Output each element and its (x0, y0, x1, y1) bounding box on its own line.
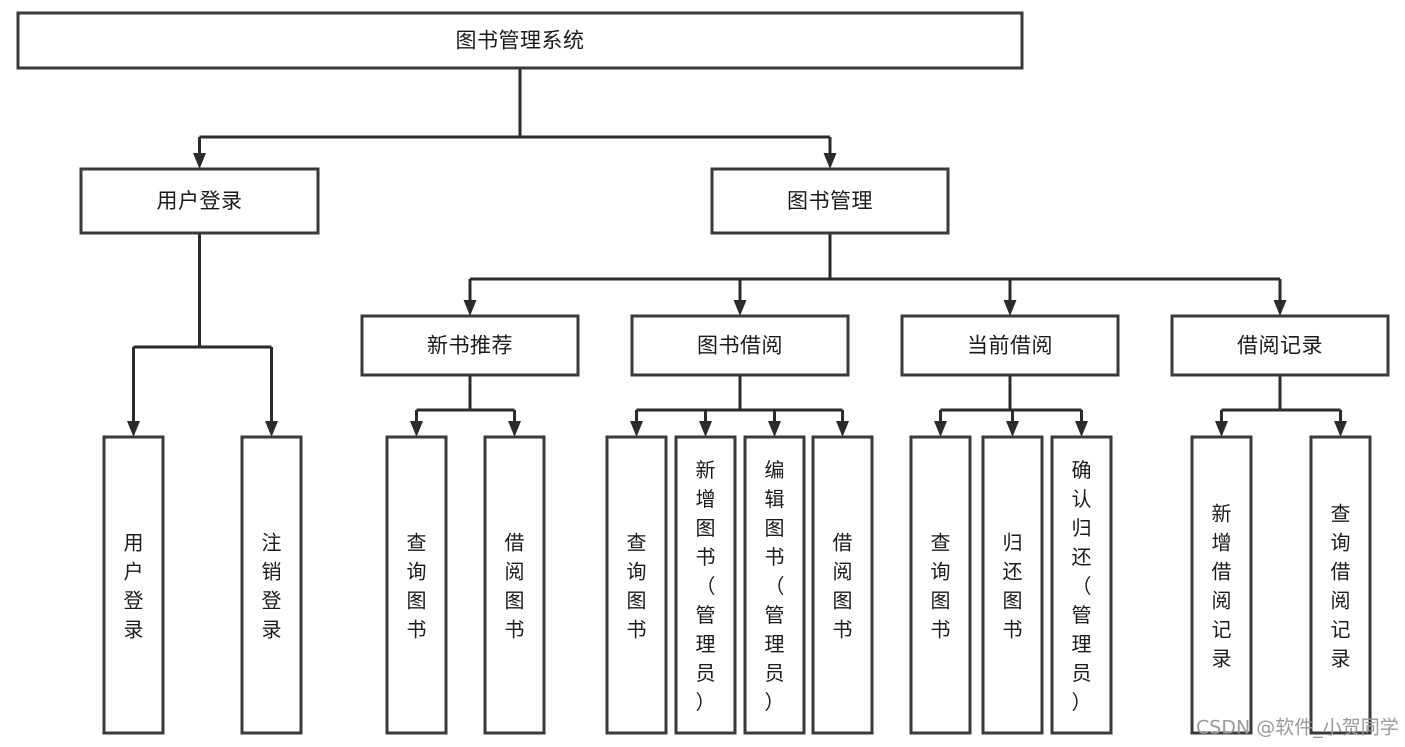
arrow-head-icon (733, 300, 747, 316)
node-label-leaf-book-edit: 编辑图书（管理员） (765, 458, 785, 714)
node-box-new-book-rec[interactable] (360, 314, 580, 377)
node-label-current-borrow: 当前借阅 (967, 334, 1053, 358)
node-label-leaf-cur-confirm: 确认归还（管理员） (1072, 458, 1092, 714)
arrow-head-icon (699, 421, 712, 437)
arrow-head-icon (463, 300, 477, 316)
arrow-head-icon (1003, 300, 1017, 316)
arrow-head-icon (836, 421, 849, 437)
node-root[interactable]: 图书管理系统 (16, 11, 1024, 70)
arrow-head-icon (823, 153, 837, 169)
node-label-leaf-rec-add: 新增借阅记录 (1212, 502, 1232, 671)
node-leaf-cur-confirm[interactable]: 确认归还（管理员） (1050, 435, 1113, 735)
node-box-leaf-rec-borrow[interactable] (483, 435, 546, 735)
arrow-head-icon (193, 153, 206, 169)
arrow-head-icon (1075, 421, 1088, 437)
node-label-leaf-user-login: 用户登录 (124, 531, 144, 642)
node-box-leaf-cur-query[interactable] (909, 435, 972, 735)
node-box-leaf-cur-return[interactable] (981, 435, 1044, 735)
node-label-book-borrow: 图书借阅 (697, 334, 783, 358)
node-borrow-record[interactable]: 借阅记录 (1170, 314, 1390, 377)
node-leaf-book-borrow[interactable]: 借阅图书 (811, 435, 874, 735)
arrow-head-icon (127, 421, 140, 437)
node-leaf-rec-query[interactable]: 查询图书 (385, 435, 448, 735)
node-label-leaf-cur-return: 归还图书 (1003, 531, 1023, 642)
node-box-current-borrow[interactable] (900, 314, 1120, 377)
node-leaf-user-login[interactable]: 用户登录 (102, 435, 165, 735)
arrow-head-icon (630, 421, 643, 437)
node-box-leaf-book-edit[interactable] (743, 435, 806, 735)
node-book-borrow[interactable]: 图书借阅 (630, 314, 850, 377)
node-leaf-user-logout[interactable]: 注销登录 (240, 435, 303, 735)
node-leaf-cur-query[interactable]: 查询图书 (909, 435, 972, 735)
node-box-leaf-book-add[interactable] (674, 435, 737, 735)
node-label-leaf-rec-borrow: 借阅图书 (505, 531, 525, 642)
node-box-user-login[interactable] (79, 167, 320, 235)
node-label-leaf-rec-query2: 查询借阅记录 (1331, 502, 1351, 671)
node-box-borrow-record[interactable] (1170, 314, 1390, 377)
node-book-manage[interactable]: 图书管理 (710, 167, 950, 235)
node-box-leaf-rec-add[interactable] (1190, 435, 1253, 735)
node-leaf-book-edit[interactable]: 编辑图书（管理员） (743, 435, 806, 735)
node-leaf-cur-return[interactable]: 归还图书 (981, 435, 1044, 735)
node-label-leaf-rec-query: 查询图书 (407, 531, 427, 642)
arrow-head-icon (1334, 421, 1347, 437)
connector-layer (127, 68, 1347, 437)
node-box-leaf-rec-query[interactable] (385, 435, 448, 735)
arrow-head-icon (410, 421, 423, 437)
arrow-head-icon (934, 421, 947, 437)
node-label-root: 图书管理系统 (456, 29, 585, 53)
node-label-user-login: 用户登录 (157, 189, 243, 213)
node-user-login[interactable]: 用户登录 (79, 167, 320, 235)
arrow-head-icon (1215, 421, 1228, 437)
arrow-head-icon (1006, 421, 1019, 437)
node-current-borrow[interactable]: 当前借阅 (900, 314, 1120, 377)
node-label-leaf-cur-query: 查询图书 (931, 531, 951, 642)
node-leaf-borrow-query[interactable]: 查询图书 (605, 435, 668, 735)
node-new-book-rec[interactable]: 新书推荐 (360, 314, 580, 377)
node-leaf-rec-add[interactable]: 新增借阅记录 (1190, 435, 1253, 735)
arrow-head-icon (508, 421, 521, 437)
node-layer: 图书管理系统用户登录图书管理新书推荐图书借阅当前借阅借阅记录用户登录注销登录查询… (16, 11, 1390, 735)
node-box-leaf-borrow-query[interactable] (605, 435, 668, 735)
node-label-new-book-rec: 新书推荐 (427, 334, 513, 358)
arrow-head-icon (265, 421, 278, 437)
node-box-leaf-book-borrow[interactable] (811, 435, 874, 735)
node-box-root[interactable] (16, 11, 1024, 70)
node-label-book-manage: 图书管理 (787, 189, 873, 213)
node-box-book-borrow[interactable] (630, 314, 850, 377)
node-box-book-manage[interactable] (710, 167, 950, 235)
node-box-leaf-user-login[interactable] (102, 435, 165, 735)
node-label-borrow-record: 借阅记录 (1237, 334, 1323, 358)
node-label-leaf-user-logout: 注销登录 (262, 531, 282, 642)
node-leaf-book-add[interactable]: 新增图书（管理员） (674, 435, 737, 735)
node-leaf-rec-borrow[interactable]: 借阅图书 (483, 435, 546, 735)
node-box-leaf-rec-query2[interactable] (1309, 435, 1372, 735)
node-label-leaf-book-add: 新增图书（管理员） (696, 458, 716, 714)
node-box-leaf-cur-confirm[interactable] (1050, 435, 1113, 735)
node-leaf-rec-query2[interactable]: 查询借阅记录 (1309, 435, 1372, 735)
arrow-head-icon (768, 421, 781, 437)
arrow-head-icon (1273, 300, 1287, 316)
node-box-leaf-user-logout[interactable] (240, 435, 303, 735)
node-label-leaf-book-borrow: 借阅图书 (833, 531, 853, 642)
node-label-leaf-borrow-query: 查询图书 (627, 531, 647, 642)
csdn-watermark: CSDN @软件_小贺同学 (1196, 717, 1399, 739)
